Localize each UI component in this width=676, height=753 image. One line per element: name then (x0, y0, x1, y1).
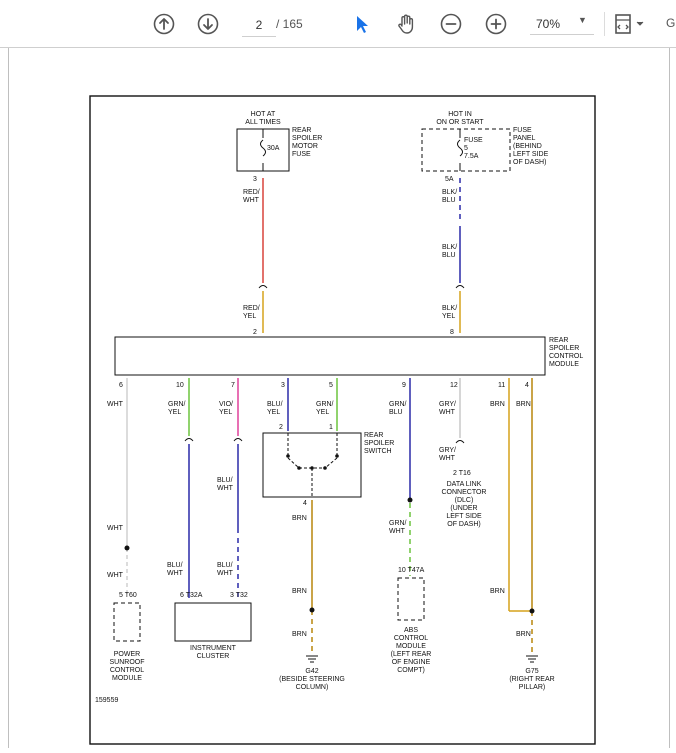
label-code: 159559 (95, 697, 118, 704)
chevron-down-icon: ▼ (578, 15, 587, 25)
label-gry-wht-1: GRY/WHT (439, 401, 456, 416)
splice-dot-4 (529, 608, 535, 614)
splice-dot-3 (407, 497, 413, 503)
label-red-wht: RED/WHT (243, 189, 260, 204)
label-t32: 3 T32 (230, 592, 248, 599)
diagram-border (89, 95, 596, 745)
splice-dot-2 (309, 607, 315, 613)
label-t60: 5 T60 (119, 592, 137, 599)
label-wht-2: WHT (107, 525, 124, 532)
arrow-up-circle-icon[interactable] (152, 12, 176, 36)
toolbar-divider (604, 12, 605, 36)
zoom-out-icon[interactable] (439, 12, 463, 36)
zoom-in-icon[interactable] (484, 12, 508, 36)
label-blk-yel: BLK/YEL (442, 305, 457, 320)
label-t16: 2 T16 (453, 470, 471, 477)
label-pin-3: 3 (253, 176, 257, 183)
label-blu-wht-3: BLU/WHT (217, 562, 234, 577)
label-brn-1: BRN (490, 401, 505, 408)
switch-contacts (287, 433, 338, 497)
instrument-cluster-box (174, 602, 252, 642)
label-pin-11: 11 (498, 382, 505, 389)
label-switch-pin-4: 4 (303, 500, 307, 507)
label-vio-yel: VIO/YEL (219, 401, 233, 416)
label-switch-pin-2: 2 (279, 424, 283, 431)
label-grn-wht: GRN/WHT (389, 520, 407, 535)
connector-symbols-mid (184, 438, 243, 442)
label-pin-12: 12 (450, 382, 458, 389)
label-grn-yel-2: GRN/YEL (316, 401, 334, 416)
label-brn-7: BRN (516, 631, 531, 638)
label-wht-1: WHT (107, 401, 124, 408)
rear-spoiler-control-module (114, 336, 546, 376)
more-tools-icon[interactable]: G (666, 16, 676, 30)
label-t47a: 10 T47A (398, 567, 425, 574)
label-pin-2-top: 2 (253, 329, 257, 336)
page-total: / 165 (276, 17, 303, 31)
ground-g75-icon (526, 655, 538, 663)
label-pin-5a: 5A (445, 176, 454, 183)
arrow-down-circle-icon[interactable] (196, 12, 220, 36)
label-brn-2: BRN (516, 401, 531, 408)
label-wht-3: WHT (107, 572, 124, 579)
label-t32a: 6 T32A (180, 592, 203, 599)
label-pin-9: 9 (402, 382, 406, 389)
label-pin-3b: 3 (281, 382, 285, 389)
label-blu-wht-1: BLU/WHT (217, 477, 234, 492)
label-grn-blu: GRN/BLU (389, 401, 407, 416)
label-brn-5: BRN (490, 588, 505, 595)
label-blu-wht-2: BLU/WHT (167, 562, 184, 577)
label-pin-5: 5 (329, 382, 333, 389)
ground-g42-icon (306, 655, 318, 663)
label-pin-10: 10 (176, 382, 184, 389)
power-sunroof-box (113, 602, 141, 642)
label-blu-yel: BLU/YEL (267, 401, 283, 416)
fuse-panel-box (421, 128, 511, 172)
label-switch-pin-1: 1 (329, 424, 333, 431)
pdf-toolbar: / 165 70% ▼ G (0, 0, 676, 48)
rear-spoiler-switch-box (262, 432, 362, 498)
label-brn-3: BRN (292, 515, 307, 522)
label-gry-wht-2: GRY/WHT (439, 447, 456, 462)
fuse-symbol-5 (457, 139, 463, 157)
label-brn-4: BRN (292, 588, 307, 595)
fuse-symbol (260, 139, 266, 157)
label-blk-blu-top: BLK/BLU (442, 189, 457, 204)
label-pin-6: 6 (119, 382, 123, 389)
zoom-select[interactable]: 70% ▼ (530, 14, 594, 35)
connector-symbols-top (258, 285, 465, 289)
label-grn-yel-1: GRN/YEL (168, 401, 186, 416)
label-red-yel: RED/YEL (243, 305, 260, 320)
hand-icon[interactable] (394, 12, 418, 36)
label-blk-blu-mid: BLK/BLU (442, 244, 457, 259)
label-brn-6: BRN (292, 631, 307, 638)
label-pin-7: 7 (231, 382, 235, 389)
label-pin-4: 4 (525, 382, 529, 389)
label-pin-8-top: 8 (450, 329, 454, 336)
zoom-value: 70% (536, 17, 561, 31)
fit-page-icon[interactable] (612, 12, 646, 36)
abs-module-box (397, 577, 425, 621)
page-number-input[interactable] (242, 14, 276, 37)
splice-dot (124, 545, 130, 551)
label-fuse-30a: 30A (267, 145, 280, 152)
cursor-icon[interactable] (350, 12, 374, 36)
